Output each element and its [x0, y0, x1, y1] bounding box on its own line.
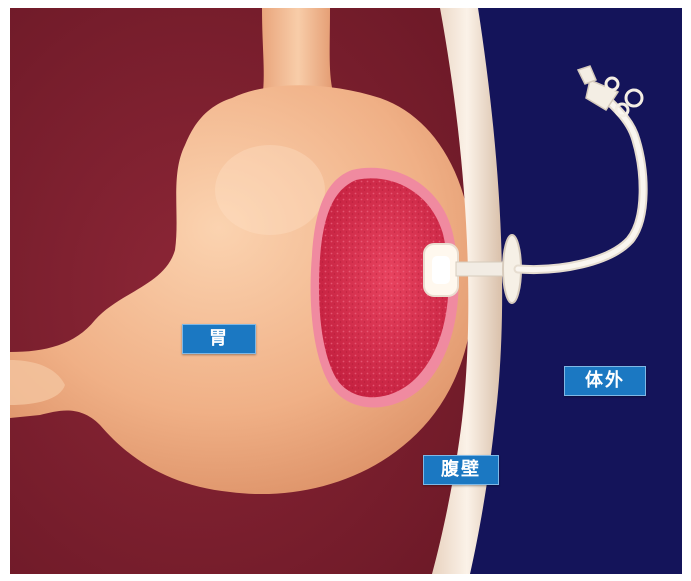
stomach-label: 胃: [182, 324, 256, 354]
abdominal-wall-label: 腹壁: [423, 455, 499, 485]
outside-body-label: 体外: [564, 366, 646, 396]
